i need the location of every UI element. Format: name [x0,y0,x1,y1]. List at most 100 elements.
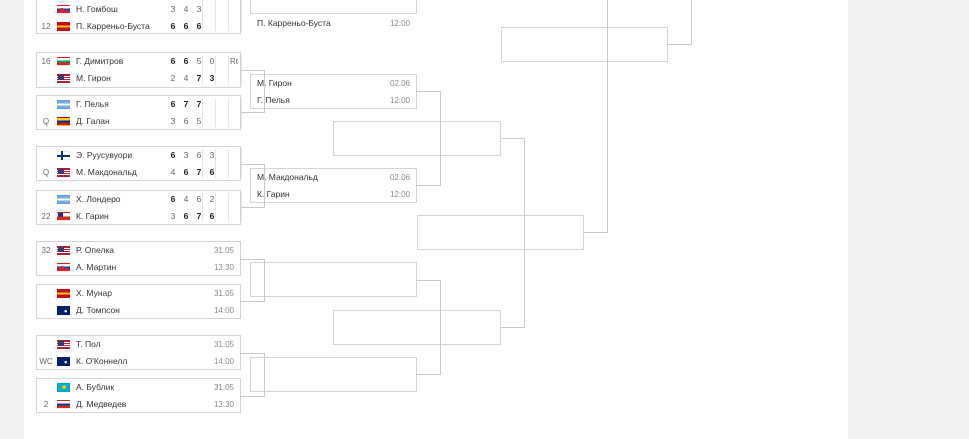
set-score: 3 [209,73,215,83]
player-name[interactable]: Р. Опелка [76,245,115,255]
player-row[interactable]: Т. Пол 31.05 [37,336,240,353]
match-time: 14:00 [213,357,234,366]
set-score: 3 [196,4,202,14]
player-row[interactable]: А. Мартин 13:30 [37,259,240,276]
player-name[interactable]: А. Бублик [76,382,115,392]
player-name[interactable]: К. Гарин [76,211,109,221]
match-time: 12:00 [389,96,410,105]
set-column-divider [215,55,216,85]
set-score: 3 [170,116,176,126]
player-name[interactable]: Т. Пол [76,339,101,349]
set-score: 3 [209,150,215,160]
player-row[interactable] [251,0,416,15]
set-column-divider [228,55,229,85]
round3-box[interactable] [333,121,501,156]
player-name[interactable]: Х. Лондеро [76,194,121,204]
player-row[interactable]: WC К. О'Коннелл 14:00 [37,353,240,370]
match-time: 13:30 [213,400,234,409]
set-score: 6 [183,116,189,126]
set-score: 3 [183,150,189,160]
match-time: 12:00 [389,19,410,28]
set-score: 4 [183,4,189,14]
set-score: 6 [170,150,176,160]
set-score: 5 [196,56,202,66]
player-name[interactable]: Д. Томпсон [76,305,120,315]
player-name[interactable]: Э. Руусувуори [76,150,133,160]
set-column-divider [202,149,203,178]
player-name[interactable]: М. Гирон [257,78,292,88]
round2-box[interactable] [250,262,417,297]
us-flag-icon [57,74,70,83]
round2-box[interactable] [250,357,417,392]
player-name[interactable]: К. О'Коннелл [76,356,128,366]
round2-box[interactable]: П. Карреньо-Буста 12:00 [250,0,417,28]
round3-box[interactable] [333,310,501,345]
set-score: 7 [196,211,202,221]
us-flag-icon [57,168,70,177]
round4-box[interactable] [417,215,584,250]
player-name[interactable]: М. Макдональд [257,172,318,182]
player-name[interactable]: А. Мартин [76,262,117,272]
ar-flag-icon [57,195,70,204]
player-name[interactable]: Д. Медведев [76,399,127,409]
set-score: 7 [183,99,189,109]
player-name[interactable]: Д. Галан [76,116,110,126]
player-name[interactable]: П. Карреньо-Буста [257,18,331,28]
player-name[interactable]: К. Гарин [257,189,290,199]
set-score: 6 [183,211,189,221]
player-name[interactable]: Г. Димитров [76,56,124,66]
match-time: 13:30 [213,263,234,272]
player-seed: WC [39,357,53,366]
player-seed: Q [42,117,50,126]
ar-flag-icon [57,100,70,109]
player-name[interactable]: Г. Пелья [257,95,290,105]
set-score: 4 [183,73,189,83]
co-flag-icon [57,117,70,126]
player-name[interactable]: Г. Пелья [76,99,109,109]
match-date: 31.05 [213,340,234,349]
set-score: 7 [196,167,202,177]
player-name[interactable]: М. Гирон [76,73,111,83]
round5-box[interactable] [501,27,668,62]
set-column-divider [215,98,216,127]
player-name[interactable]: Х. Мунар [76,288,112,298]
player-name[interactable]: П. Карреньо-Буста [76,21,150,31]
player-row[interactable]: П. Карреньо-Буста 12:00 [251,15,416,32]
us-flag-icon [57,340,70,349]
player-seed: 16 [41,57,51,66]
set-column-divider [241,149,242,178]
player-name[interactable]: М. Макдональд [76,167,137,177]
player-row[interactable]: Г. Пелья 12:00 [251,92,416,109]
player-name[interactable]: Н. Гомбош [76,4,118,14]
set-score: 6 [209,167,215,177]
